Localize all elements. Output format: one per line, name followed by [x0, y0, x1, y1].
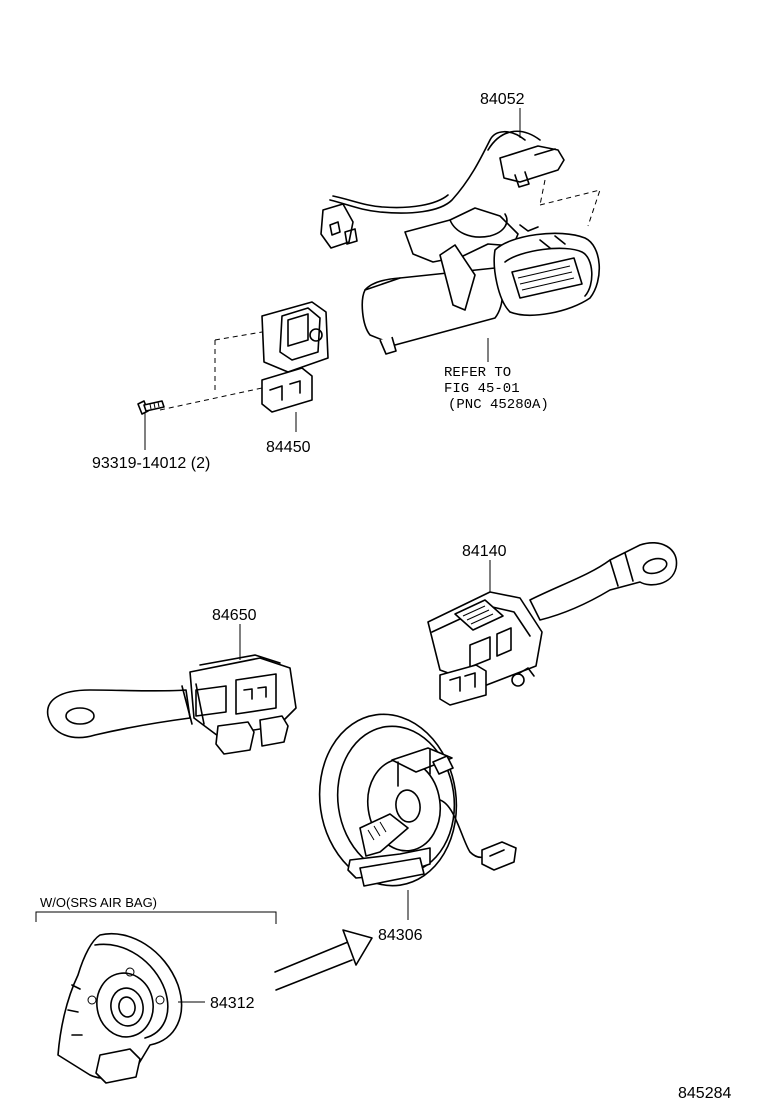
part-84312-switch-body[interactable] [57, 932, 183, 1084]
callout-84650[interactable]: 84650 [212, 607, 257, 624]
reference-line-2: FIG 45-01 [444, 381, 520, 397]
ignition-lock-cylinder[interactable] [361, 207, 601, 355]
guide-screw [159, 387, 263, 411]
guide-84450-upper [214, 331, 263, 341]
arrow-84312-to-84306 [274, 929, 373, 991]
guide-84052-right [539, 189, 601, 227]
callout-84306[interactable]: 84306 [378, 927, 423, 944]
variant-label: W/O(SRS AIR BAG) [40, 895, 157, 910]
part-84140-wiper-switch[interactable] [427, 542, 678, 706]
variant-bracket [35, 911, 277, 924]
reference-line-3: (PNC 45280A) [448, 397, 549, 413]
callout-84140[interactable]: 84140 [462, 543, 507, 560]
callout-84312[interactable]: 84312 [210, 995, 255, 1012]
guide-84052-left [539, 179, 546, 206]
part-84052-harness[interactable] [320, 130, 565, 249]
part-84650-turn-signal-switch[interactable] [46, 654, 297, 755]
part-84450-switch[interactable] [261, 301, 329, 413]
callout-84450[interactable]: 84450 [266, 439, 311, 456]
callout-84052[interactable]: 84052 [480, 91, 525, 108]
part-93319-14012-screw[interactable] [137, 400, 165, 415]
callout-93319-14012[interactable]: 93319-14012 (2) [92, 455, 210, 472]
reference-line-1: REFER TO [444, 365, 511, 381]
part-84306-spiral-cable[interactable] [309, 705, 517, 894]
diagram-id: 845284 [678, 1085, 731, 1102]
